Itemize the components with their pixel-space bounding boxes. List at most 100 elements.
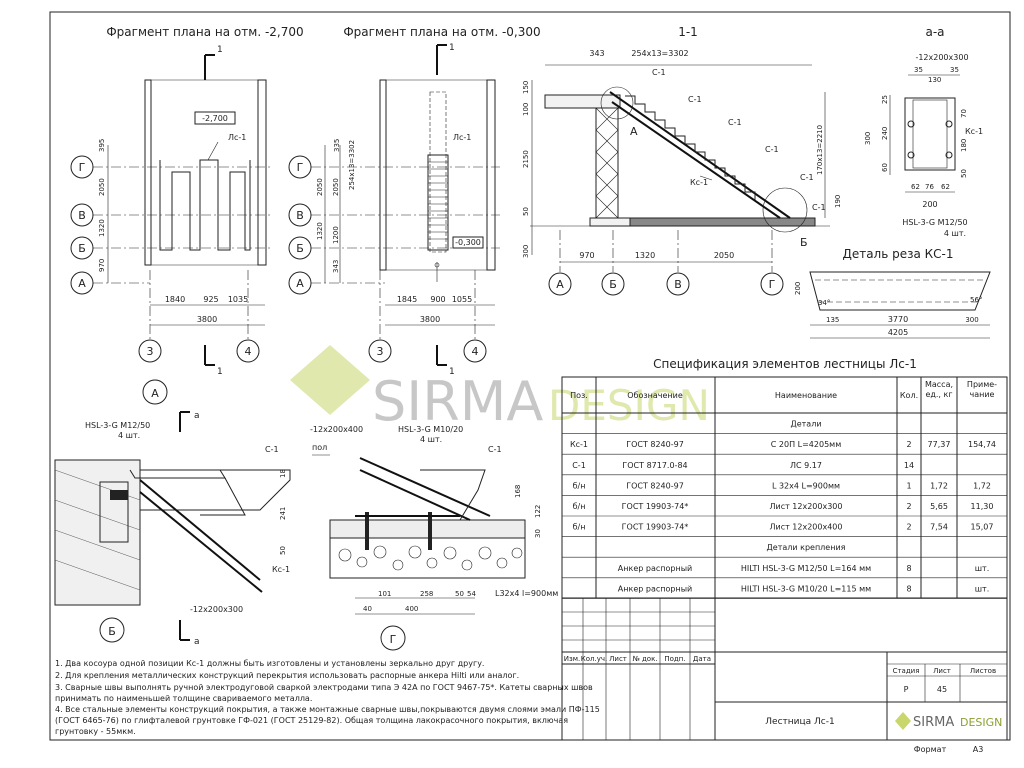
spec-cell-pos: б/н [573, 481, 586, 490]
spec-cell-doc: Анкер распорный [618, 564, 692, 573]
spec-header-note: Приме-чание [966, 380, 998, 399]
sec11-dim-2050: 2050 [714, 251, 734, 260]
stamp-sheet-value: 45 [937, 685, 947, 694]
spec-cell-mass: 7,54 [930, 523, 948, 532]
detail-angle-34: 34° [818, 299, 830, 307]
general-notes: 1. Два косоура одной позиции Кс-1 должны… [55, 659, 600, 736]
sec11-dim-right: 170x13=2210 [816, 125, 824, 175]
plan1-axis-3: 3 [147, 345, 154, 358]
plan2-dim-1200: 1200 [332, 226, 340, 244]
node-a-dim-241: 241 [279, 507, 287, 520]
aa-dim-70: 70 [960, 109, 968, 118]
plan1-cut-bottom: 1 [217, 367, 223, 377]
spec-section-title: Детали крепления [767, 543, 846, 552]
node-g-dim-54: 54 [467, 590, 476, 598]
plan1-axis-4: 4 [245, 345, 252, 358]
stamp-format-value: А3 [973, 745, 984, 754]
aa-dim-240: 240 [881, 127, 889, 140]
aa-dim-76: 76 [925, 183, 934, 191]
spec-cell-pos: б/н [573, 502, 586, 511]
node-g-dim-101: 101 [378, 590, 391, 598]
plan2-dim-2050b: 2050 [332, 178, 340, 196]
plan2-title: Фрагмент плана на отм. -0,300 [343, 25, 540, 39]
sec11-dim-343: 343 [589, 49, 604, 58]
detail-dim-135: 135 [826, 316, 839, 324]
stamp-col-data: Дата [693, 655, 711, 663]
plan1-dim-395: 395 [98, 139, 106, 152]
axis-a: А [296, 277, 304, 290]
spec-header-pos: Поз. [570, 391, 588, 400]
aa-dim-50: 50 [960, 169, 968, 178]
plan2-dim-1845: 1845 [397, 295, 417, 304]
plan-fragment-minus-2700: Фрагмент плана на отм. -2,700 -2,700 Лс-… [70, 25, 304, 377]
node-a-anchor-qty: 4 шт. [118, 431, 140, 440]
section-1-1: 1-1 254x13=3302 343 А Б С-1 С-1 С-1 С-1 … [522, 25, 842, 296]
axis-g: Г [297, 161, 304, 174]
axis-b: Б [296, 242, 304, 255]
aa-dim-60: 60 [881, 163, 889, 172]
sec11-label-c1: С-1 [652, 68, 666, 77]
spec-cell-doc: ГОСТ 8717.0-84 [622, 461, 687, 470]
stamp-logo-design: DESIGN [960, 716, 1002, 729]
note-4: 4. Все стальные элементы конструкций пок… [55, 705, 600, 714]
sec11-dim-50: 50 [522, 207, 530, 216]
spec-cell-mass: 1,72 [930, 481, 948, 490]
plan1-dim-1840: 1840 [165, 295, 185, 304]
spec-cell-doc: Анкер распорный [618, 584, 692, 593]
aa-dim-62a: 62 [911, 183, 920, 191]
stamp-stage-header: Стадия [893, 667, 920, 675]
aa-dim-180: 180 [960, 139, 968, 152]
spec-header-name: Наименование [775, 391, 837, 400]
sec11-dim-190: 190 [834, 195, 842, 208]
plan2-dim-stair: 254x13=3302 [348, 140, 356, 190]
node-a-anchor-label: HSL-3-G M12/50 [85, 421, 150, 430]
note-2: 2. Для крепления металлических конструкц… [55, 671, 519, 680]
stamp-format-label: Формат [914, 745, 947, 754]
spec-cell-qty: 8 [906, 564, 911, 573]
node-a-title: А [151, 387, 159, 400]
stamp-sheets-header: Листов [970, 667, 996, 675]
stamp-col-podp: Подп. [664, 655, 685, 663]
title-block: Изм. Кол.уч. Лист № док. Подп. Дата Стад… [561, 597, 1008, 754]
node-a-label-plate: -12x200x300 [190, 605, 243, 614]
axis-v: В [78, 209, 86, 222]
plan2-dim-343: 343 [332, 260, 340, 273]
specification-table: Спецификация элементов лестницы Лс-1 Поз… [561, 357, 1008, 599]
spec-cell-qty: 8 [906, 584, 911, 593]
spec-cell-note: 15,07 [971, 523, 994, 532]
spec-cell-doc: ГОСТ 19903-74* [622, 502, 689, 511]
plan2-dim-335: 335 [333, 139, 341, 152]
node-a-dim-50: 50 [279, 546, 287, 555]
spec-cell-mass: 77,37 [928, 440, 951, 449]
node-g-detail: -12x200x400 HSL-3-G M10/20 4 шт. пол С-1… [310, 425, 558, 651]
plan2-dim-3800: 3800 [420, 315, 440, 324]
sec11-axis-v: В [674, 278, 682, 291]
axis-g: Г [79, 161, 86, 174]
node-g-anchor-qty: 4 шт. [420, 435, 442, 444]
node-a-cut-bottom: а [194, 637, 200, 647]
axis-b: Б [78, 242, 86, 255]
plan2-dim-1055: 1055 [452, 295, 472, 304]
node-a-cut-top: а [194, 411, 200, 421]
spec-cell-qty: 1 [906, 481, 911, 490]
node-a-label-c1: С-1 [265, 445, 279, 454]
plan1-dim-925: 925 [203, 295, 218, 304]
sec11-label-c1: С-1 [688, 95, 702, 104]
sec11-node-b: Б [800, 236, 808, 249]
sec11-axis-a: А [556, 278, 564, 291]
spec-cell-pos: б/н [573, 523, 586, 532]
spec-cell-mass: 5,65 [930, 502, 948, 511]
aa-dim-200: 200 [922, 200, 937, 209]
node-g-dim-258: 258 [420, 590, 433, 598]
sec11-label-c1: С-1 [812, 203, 826, 212]
node-g-dim-50: 50 [455, 590, 464, 598]
spec-header-qty: Кол. [900, 391, 918, 400]
plan2-dim-1320: 1320 [316, 222, 324, 240]
node-a-detail: А а а HSL-3-G M12/50 4 шт. С-1 Кс-1 -12x… [54, 379, 291, 647]
plan2-dim-2050a: 2050 [316, 178, 324, 196]
watermark-logo: SIRMA DESIGN [290, 345, 710, 433]
axis-v: В [296, 209, 304, 222]
aa-dim-35a: 35 [914, 66, 923, 74]
plan1-row-axes: Г В Б А 395 2050 1320 970 [70, 139, 270, 295]
detail-dim-300: 300 [965, 316, 978, 324]
